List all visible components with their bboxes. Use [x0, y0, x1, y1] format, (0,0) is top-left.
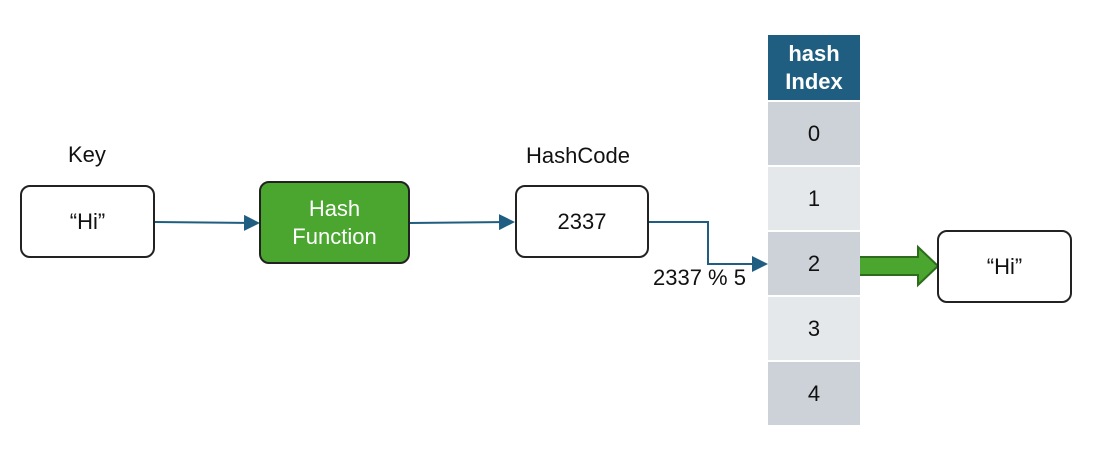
hash-index-header: hash Index	[768, 35, 860, 100]
hash-index-cell-0: 0	[768, 101, 860, 165]
hash-index-cell-1: 1	[768, 166, 860, 230]
hash-to-hashcode-arrow	[409, 214, 515, 231]
hash-function-line1: Hash	[308, 195, 361, 221]
hash-index-header-line2: Index	[785, 68, 843, 94]
hash-index-cell-3: 3	[768, 296, 860, 360]
key-value: “Hi”	[69, 208, 106, 234]
key-to-hash-arrow	[154, 214, 260, 231]
result-box: “Hi”	[937, 230, 1072, 303]
hash-function-box: Hash Function	[259, 181, 410, 264]
key-label: Key	[68, 142, 106, 167]
hash-function-line2: Function	[292, 223, 377, 249]
key-box: “Hi”	[20, 185, 155, 258]
hash-index-cell-4: 4	[768, 361, 860, 425]
modulo-label: 2337 % 5	[653, 265, 746, 290]
hash-index-header-line1: hash	[788, 40, 840, 66]
hashcode-value: 2337	[557, 208, 607, 234]
hashcode-box: 2337	[515, 185, 649, 258]
hash-index-cell-2: 2	[768, 231, 860, 295]
hashcode-label: HashCode	[526, 143, 630, 168]
hashcode-to-index-arrow	[649, 221, 768, 272]
result-value: “Hi”	[986, 253, 1023, 279]
